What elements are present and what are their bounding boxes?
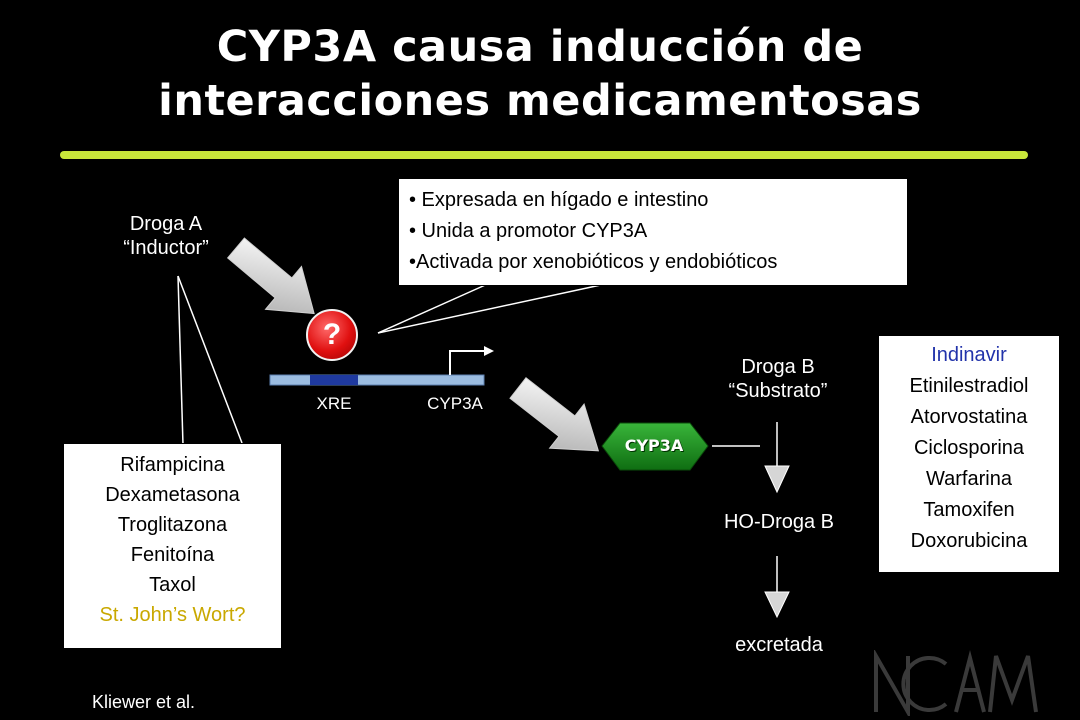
receptor-callout-box: • Expresada en hígado e intestino • Unid… (398, 178, 908, 286)
inducer-line-1: Droga A (129, 213, 203, 235)
substrate-item-highlight: Indinavir (931, 344, 1007, 366)
cyp3a-enzyme-hexagon (601, 422, 709, 471)
substrate-label: Droga B “Substrato” (692, 355, 864, 403)
inducer-item: Rifampicina (120, 454, 225, 476)
unknown-receptor-icon: ? (306, 309, 358, 361)
inducer-label: Droga A “Inductor” (96, 212, 236, 260)
gene-cyp3a-label: CYP3A (427, 394, 483, 413)
substrate-item: Tamoxifen (923, 499, 1015, 521)
substrate-item: Warfarina (926, 468, 1012, 490)
substrate-item: Atorvostatina (910, 406, 1028, 428)
title-underline (60, 151, 1028, 159)
title-line-2: interacciones medicamentosas (158, 76, 922, 126)
excretion-label: excretada (735, 634, 823, 656)
substrate-line-2: “Substrato” (728, 380, 828, 402)
xre-label: XRE (316, 394, 352, 413)
substrate-item: Etinilestradiol (909, 375, 1029, 397)
inducers-list-box: Rifampicina Dexametasona Troglitazona Fe… (63, 443, 282, 649)
enzyme-label: CYP3A (624, 436, 684, 455)
slide-title: CYP3A causa inducción de interacciones m… (0, 20, 1080, 128)
transcription-start-arrow (449, 350, 488, 375)
receptor-callout-item-1: • Expresada en hígado e intestino (409, 189, 709, 211)
inducer-to-receptor-arrow (226, 237, 315, 315)
dna-strand (269, 374, 485, 386)
substrate-item: Ciclosporina (913, 437, 1025, 459)
receptor-callout-item-3: •Activada por xenobióticos y endobiótico… (409, 251, 778, 273)
inducer-item: Dexametasona (105, 484, 240, 506)
inducer-line-2: “Inductor” (123, 237, 209, 259)
ncam-logo (874, 650, 1038, 716)
substrate-to-metabolite-arrowhead (764, 465, 790, 494)
inducer-item: Troglitazona (117, 514, 228, 536)
callout-line-1 (377, 281, 493, 334)
substrate-line-1: Droga B (741, 356, 815, 378)
inducer-item: Fenitoína (130, 544, 215, 566)
inducer-callout-line-2 (177, 275, 243, 444)
receptor-callout-item-2: • Unida a promotor CYP3A (409, 220, 648, 242)
inducer-item-highlight: St. John’s Wort? (99, 604, 246, 626)
substrates-list-box: Indinavir Etinilestradiol Atorvostatina … (878, 335, 1060, 573)
citation: Kliewer et al. (92, 692, 196, 712)
metabolite-label: HO-Droga B (723, 511, 835, 533)
inducer-callout-line-1 (177, 275, 184, 446)
title-line-1: CYP3A causa inducción de (216, 22, 864, 72)
gene-to-enzyme-arrow (509, 377, 600, 452)
substrate-item: Doxorubicina (910, 530, 1028, 552)
inducer-item: Taxol (149, 574, 196, 596)
callout-line-2 (377, 282, 611, 334)
xre-segment (310, 375, 358, 385)
metabolite-to-excretion-arrowhead (764, 591, 790, 619)
